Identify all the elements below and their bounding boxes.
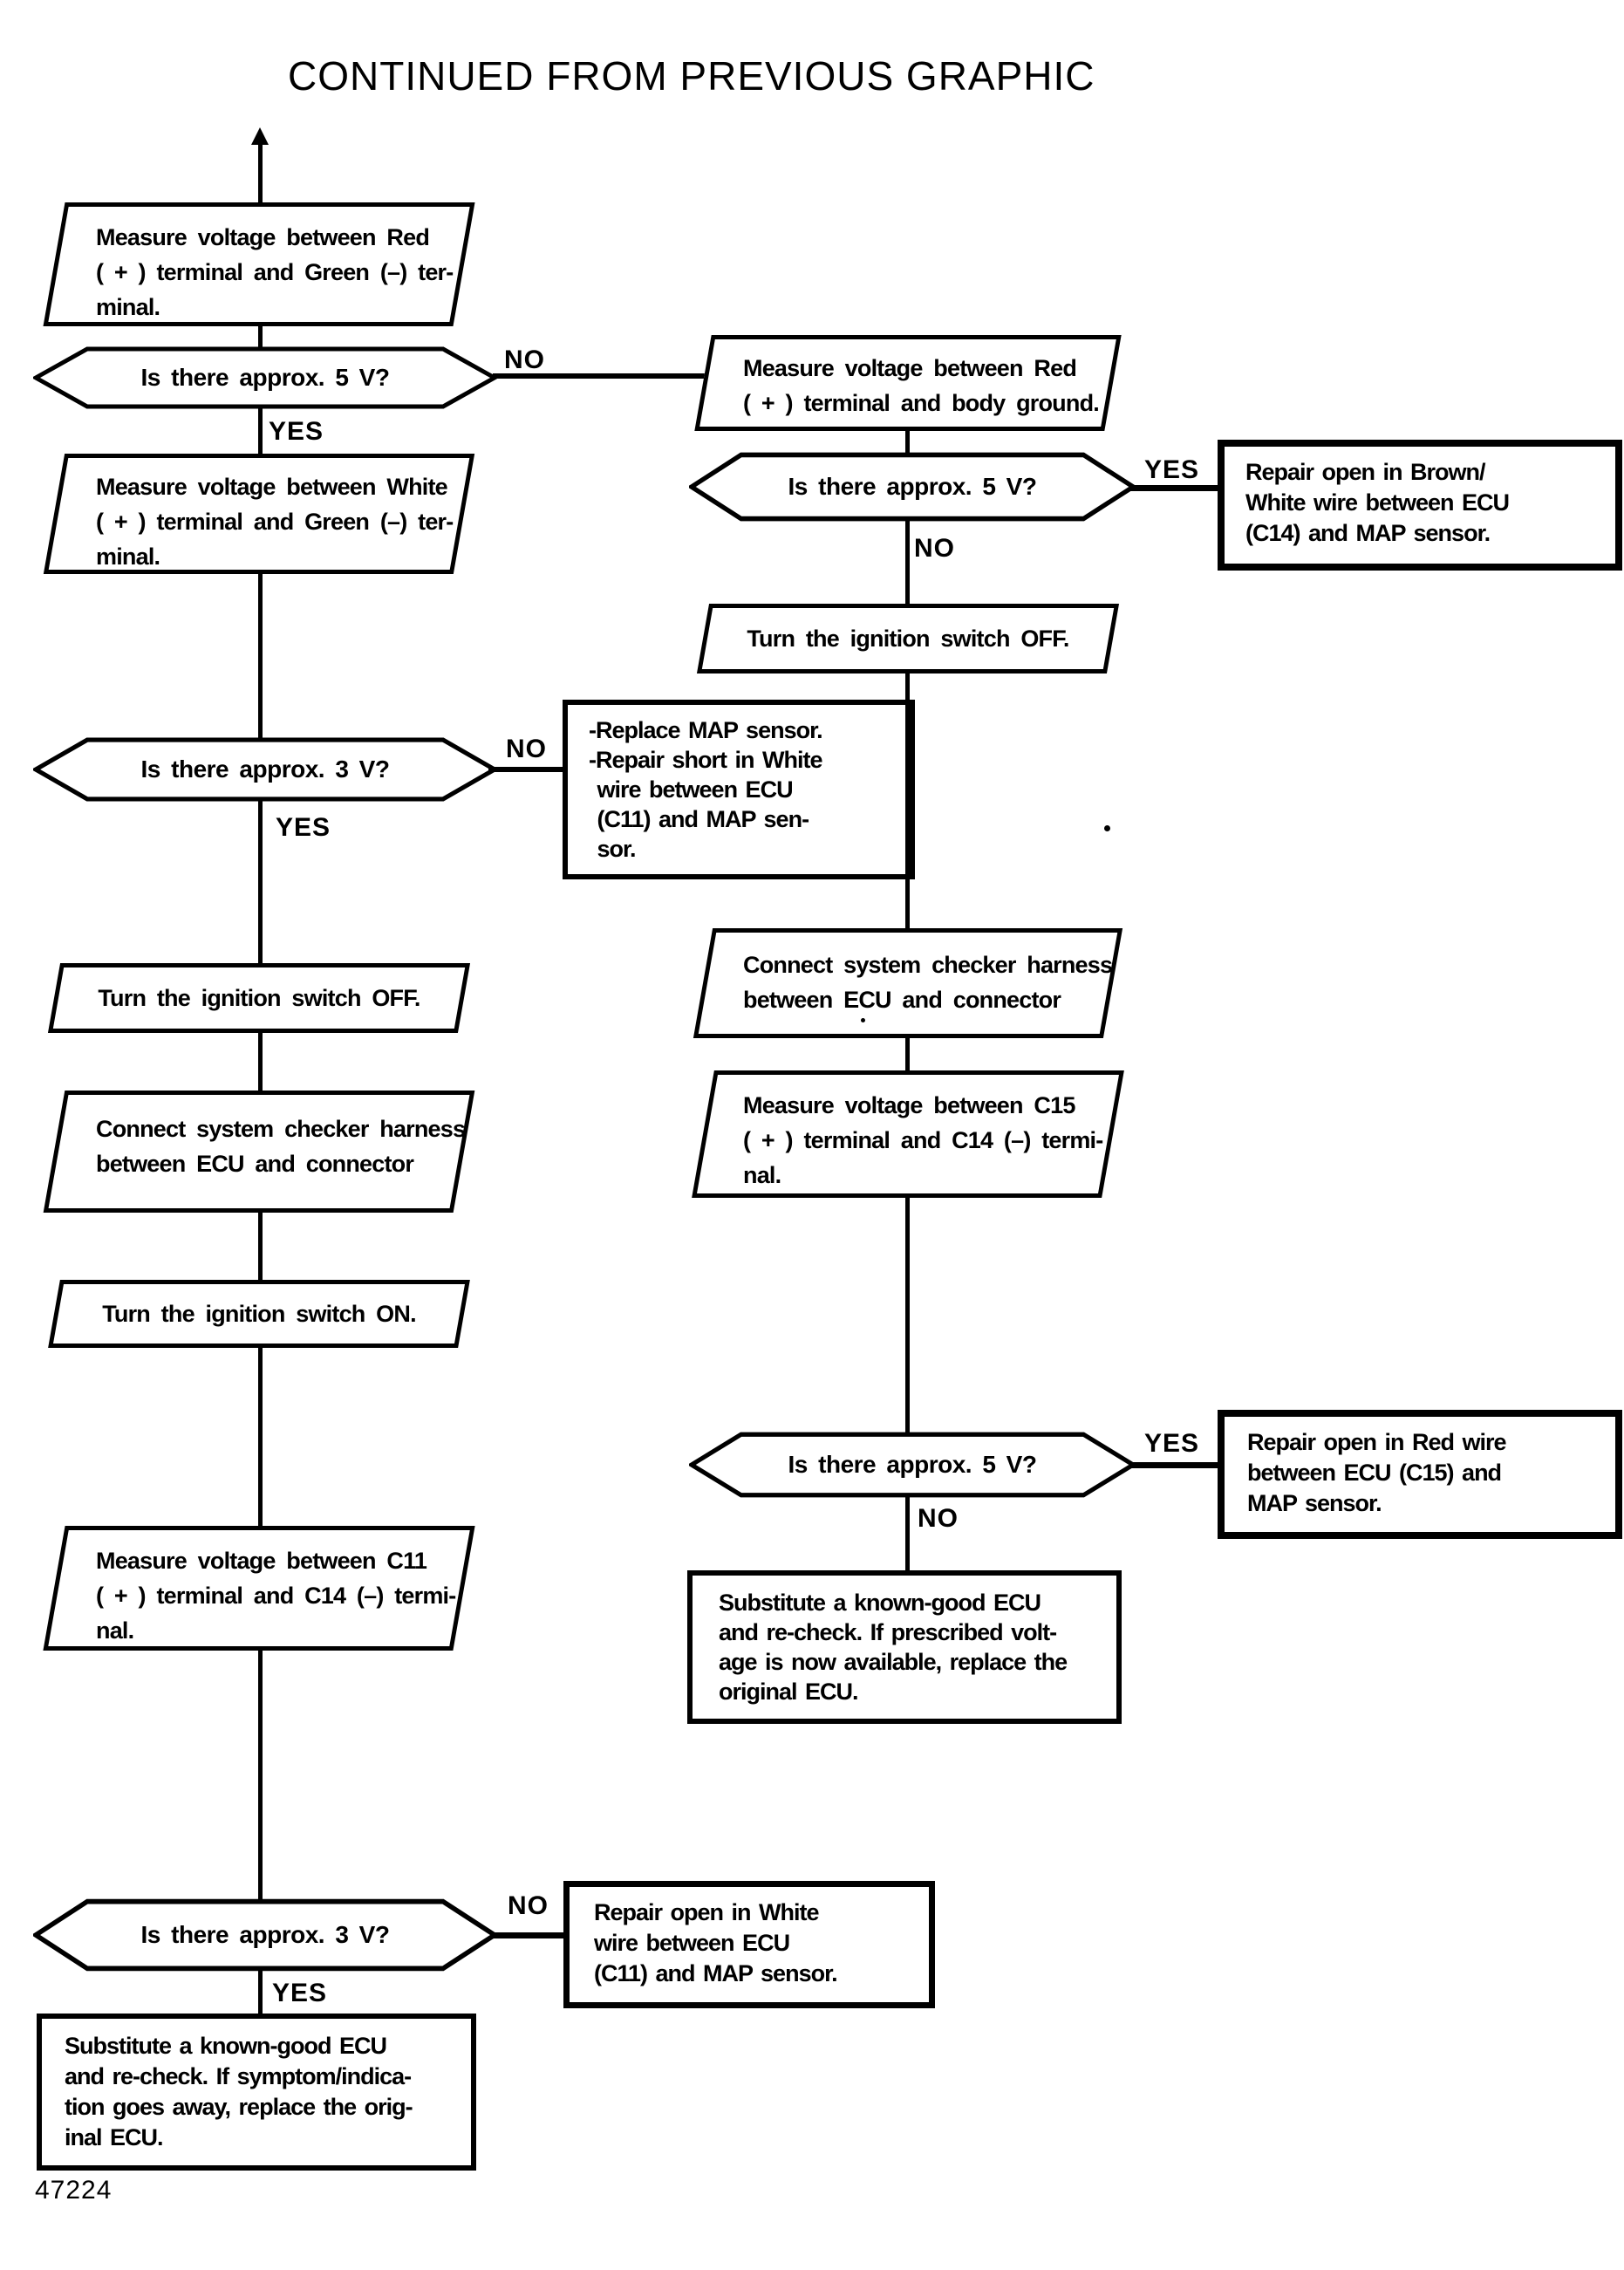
node-text: Repair open in Red wire between ECU (C15… xyxy=(1247,1429,1507,1516)
node-text: Repair open in Brown/ White wire between… xyxy=(1245,459,1510,546)
node-text: Measure voltage between White ( + ) term… xyxy=(96,474,454,570)
process-measure-c11-c14: Measure voltage between C11 ( + ) termin… xyxy=(43,1526,475,1651)
connector-line-horizontal xyxy=(488,767,567,772)
connector-line xyxy=(258,1029,263,1094)
process-turn-ignition-off-right: Turn the ignition switch OFF. xyxy=(696,604,1120,673)
node-text: -Replace MAP sensor. -Repair short in Wh… xyxy=(589,717,823,862)
process-connect-harness-left: Connect system checker harness between E… xyxy=(43,1091,475,1213)
connector-line xyxy=(905,1194,910,1434)
connector-line-horizontal xyxy=(493,373,715,379)
decision-approx-5v-left: Is there approx. 5 V? xyxy=(33,345,497,410)
process-measure-white-green: Measure voltage between White ( + ) term… xyxy=(43,454,475,574)
scan-artifact-dot xyxy=(729,2004,734,2008)
scan-artifact-dot xyxy=(1104,825,1110,831)
node-text: Is there approx. 5 V? xyxy=(140,364,390,391)
connector-line xyxy=(905,670,910,932)
node-text: Connect system checker harness between E… xyxy=(743,952,1113,1013)
no-label: NO xyxy=(508,1891,549,1920)
action-repair-white-wire: Repair open in White wire between ECU (C… xyxy=(563,1881,935,2008)
node-text: Measure voltage between C15 ( + ) termin… xyxy=(743,1092,1103,1188)
node-text: Repair open in White wire between ECU (C… xyxy=(594,1899,838,1986)
node-text: Turn the ignition switch OFF. xyxy=(747,626,1069,652)
node-text: Is there approx. 5 V? xyxy=(788,1451,1037,1478)
process-measure-red-green: Measure voltage between Red ( + ) termin… xyxy=(43,202,475,326)
connector-line xyxy=(258,407,263,459)
connector-line-horizontal xyxy=(493,1932,567,1938)
decision-approx-3v-bottom: Is there approx. 3 V? xyxy=(33,1897,497,1973)
connector-line xyxy=(258,799,263,967)
no-label: NO xyxy=(504,345,545,374)
process-measure-red-body-ground: Measure voltage between Red ( + ) termin… xyxy=(694,335,1122,431)
yes-label: YES xyxy=(1144,455,1200,484)
decision-approx-3v-left: Is there approx. 3 V? xyxy=(33,736,497,803)
connector-line xyxy=(258,325,263,349)
connector-line-horizontal xyxy=(1130,485,1221,491)
yes-label: YES xyxy=(276,813,331,842)
yes-label: YES xyxy=(1144,1429,1200,1458)
process-turn-ignition-on: Turn the ignition switch ON. xyxy=(48,1280,470,1348)
node-text: Is there approx. 3 V? xyxy=(140,756,390,783)
connector-line xyxy=(258,1344,263,1529)
action-repair-red-wire: Repair open in Red wire between ECU (C15… xyxy=(1218,1410,1622,1539)
process-turn-ignition-off-left: Turn the ignition switch OFF. xyxy=(47,963,471,1033)
node-text: Measure voltage between Red ( + ) termin… xyxy=(743,355,1100,416)
action-substitute-ecu-voltage: Substitute a known-good ECU and re-check… xyxy=(687,1570,1122,1724)
figure-number: 47224 xyxy=(35,2176,113,2205)
yes-label: YES xyxy=(269,417,324,446)
connector-line xyxy=(905,1035,910,1074)
decision-approx-5v-right-top: Is there approx. 5 V? xyxy=(689,451,1136,523)
arrow-up-icon xyxy=(251,127,269,145)
connector-line xyxy=(905,1495,910,1574)
no-label: NO xyxy=(918,1504,959,1533)
connector-line xyxy=(905,427,910,455)
connector-line xyxy=(905,519,910,606)
node-text: Is there approx. 3 V? xyxy=(140,1921,390,1948)
connector-line xyxy=(258,1209,263,1282)
action-substitute-ecu-symptom: Substitute a known-good ECU and re-check… xyxy=(37,2014,476,2171)
no-label: NO xyxy=(506,735,547,763)
process-measure-c15-c14: Measure voltage between C15 ( + ) termin… xyxy=(692,1070,1124,1198)
no-label: NO xyxy=(914,534,955,563)
connector-line xyxy=(258,571,263,740)
connector-line xyxy=(258,140,263,204)
action-replace-map-sensor: -Replace MAP sensor. -Repair short in Wh… xyxy=(563,700,915,879)
scan-artifact-dot xyxy=(861,1018,865,1022)
connector-line xyxy=(258,1647,263,1902)
page-title: CONTINUED FROM PREVIOUS GRAPHIC xyxy=(288,53,1095,99)
node-text: Measure voltage between Red ( + ) termin… xyxy=(96,224,454,320)
node-text: Measure voltage between C11 ( + ) termin… xyxy=(96,1548,456,1644)
decision-approx-5v-right-bottom: Is there approx. 5 V? xyxy=(689,1431,1136,1499)
node-text: Substitute a known-good ECU and re-check… xyxy=(65,2033,413,2150)
action-repair-brown-white-wire: Repair open in Brown/ White wire between… xyxy=(1218,440,1622,571)
node-text: Turn the ignition switch ON. xyxy=(102,1301,416,1327)
process-connect-harness-right: Connect system checker harness between E… xyxy=(693,928,1123,1038)
node-text: Is there approx. 5 V? xyxy=(788,473,1037,500)
connector-line-horizontal xyxy=(1129,1462,1221,1468)
node-text: Substitute a known-good ECU and re-check… xyxy=(719,1590,1068,1705)
connector-line xyxy=(258,1970,263,2017)
yes-label: YES xyxy=(272,1979,328,2007)
node-text: Turn the ignition switch OFF. xyxy=(98,985,420,1011)
node-text: Connect system checker harness between E… xyxy=(96,1116,466,1177)
